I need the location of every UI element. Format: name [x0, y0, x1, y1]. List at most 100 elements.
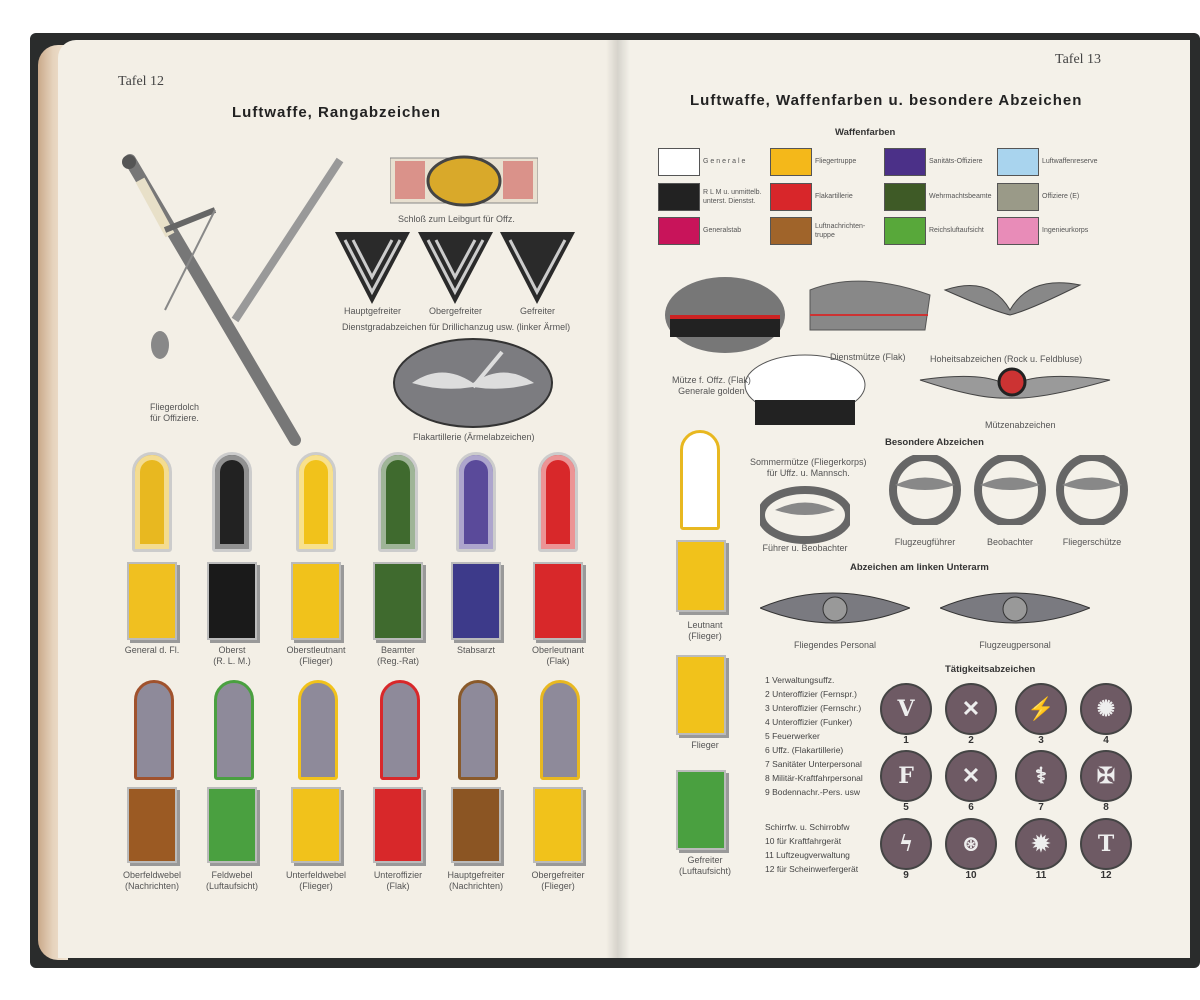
chevron-badge: [500, 232, 575, 304]
rank-label: Oberleutnant: [531, 645, 585, 655]
rank-label: Stabsarzt: [456, 645, 496, 655]
shoulder-board: [538, 452, 578, 552]
rank-label: Gefreiter: [687, 855, 723, 865]
trade-list-item: 12 für Scheinwerfergerät: [765, 864, 859, 874]
rank-sublabel: (Flak): [386, 881, 410, 891]
shoulder-board: [134, 680, 174, 780]
rank-sublabel: (Nachrichten): [448, 881, 504, 891]
qualification-badge: [974, 455, 1046, 525]
sleeve-wing-badge: [760, 592, 910, 624]
taetigkeit-heading: Tätigkeitsabzeichen: [945, 664, 1036, 675]
collar-patch: [451, 787, 501, 863]
rank-sublabel: (Reg.-Rat): [376, 656, 419, 666]
trade-badge-number: 7: [1038, 802, 1044, 813]
trade-list-item: 7 Sanitäter Unterpersonal: [765, 759, 862, 769]
caps-illustration: [665, 277, 1111, 425]
trade-badge-number: 3: [1038, 735, 1044, 746]
trade-badge: ✺: [1080, 683, 1132, 735]
dagger-illustration: [122, 154, 344, 446]
besondere-heading: Besondere Abzeichen: [885, 437, 984, 448]
collar-patch: [291, 562, 341, 640]
swatch-label: Wehrmachtsbeamte: [929, 193, 992, 200]
trade-badge-number: 9: [903, 870, 909, 881]
rank-sublabel: (R. L. M.): [213, 656, 251, 666]
flak-cap-caption-2: Generale golden: [678, 386, 745, 396]
color-swatch: [997, 148, 1039, 176]
chevron-badge: [418, 232, 493, 304]
rank-label: Obergefreiter: [531, 870, 585, 880]
color-swatch: [770, 183, 812, 211]
badge-label: Fliegerschütze: [1062, 537, 1122, 547]
trade-badge-symbol: T: [1097, 831, 1115, 857]
trade-list-item: 3 Unteroffizier (Fernschr.): [765, 703, 862, 713]
trade-list-item: 10 für Kraftfahrgerät: [765, 836, 842, 846]
shoulder-board: [298, 680, 338, 780]
rank-label: Hauptgefreiter: [447, 870, 505, 880]
gutter: [606, 40, 630, 958]
rank-sublabel: (Flieger): [299, 656, 333, 666]
rank-sublabel: (Flak): [546, 656, 570, 666]
rank-label: Feldwebel: [211, 870, 253, 880]
muetzenabzeichen-caption: Mützenabzeichen: [985, 420, 1056, 430]
flak-cap-caption: Mütze f. Offz. (Flak): [672, 375, 751, 385]
sommermuetze-caption-2: für Uffz. u. Mannsch.: [766, 468, 850, 478]
rank-label: Oberfeldwebel: [122, 870, 182, 880]
trade-badge-number: 10: [965, 870, 977, 881]
dagger-caption-2: für Offiziere.: [150, 413, 199, 423]
collar-patch: [533, 787, 583, 863]
trade-badge-number: 11: [1035, 870, 1047, 881]
rank-sublabel: (Nachrichten): [124, 881, 180, 891]
color-swatch: [770, 217, 812, 245]
rank-sublabel: (Flieger): [541, 881, 575, 891]
flak-sleeve-badge: [393, 338, 553, 428]
collar-patch: [127, 787, 177, 863]
swatch-label: unterst. Dienstst.: [703, 198, 756, 205]
collar-patch: [676, 770, 726, 850]
chevron-label: Obergefreiter: [428, 306, 483, 316]
swatch-label: R L M u. unmittelb.: [703, 189, 762, 196]
trade-list-item: 6 Uffz. (Flakartillerie): [765, 745, 844, 755]
page-title-right: Luftwaffe, Waffenfarben u. besondere Abz…: [690, 92, 1083, 109]
badge-label: Führer u. Beobachter: [762, 543, 848, 553]
trade-list-item: 11 Luftzeugverwaltung: [765, 850, 850, 860]
shoulder-board: [540, 680, 580, 780]
plate-number-right: Tafel 13: [1055, 52, 1102, 67]
trade-list-item: 8 Militär-Kraftfahrpersonal: [765, 773, 863, 783]
sleeve-badge-label: Flugzeugpersonal: [979, 640, 1051, 650]
trade-list-item: 2 Unteroffizier (Fernspr.): [765, 689, 857, 699]
badge-label: Beobachter: [986, 537, 1034, 547]
rank-label: Unteroffizier: [373, 870, 423, 880]
swatch-label: Luftwaffenreserve: [1042, 158, 1098, 165]
collar-patch: [291, 787, 341, 863]
collar-patch: [127, 562, 177, 640]
color-swatch: [884, 148, 926, 176]
trade-badge-number: 12: [1100, 870, 1112, 881]
rank-label: Oberstleutnant: [286, 645, 346, 655]
trade-badge-number: 2: [968, 735, 974, 746]
color-swatch: [658, 217, 700, 245]
waffenfarben-heading: Waffenfarben: [835, 127, 896, 138]
trade-badge-symbol: ⚕: [1035, 763, 1047, 789]
swatch-label: Reichsluftaufsicht: [929, 227, 984, 234]
color-swatch: [658, 148, 700, 176]
shoulder-board: [214, 680, 254, 780]
shoulder-board: [212, 452, 252, 552]
trade-badge-number: 5: [903, 802, 909, 813]
collar-patch: [207, 787, 257, 863]
collar-patch: [451, 562, 501, 640]
sleeve-badge-label: Fliegendes Personal: [793, 640, 877, 650]
trade-list-item: 9 Bodennachr.-Pers. usw: [765, 787, 860, 797]
swatch-label: Flakartillerie: [815, 193, 853, 200]
rank-label: Leutnant: [687, 620, 723, 630]
collar-patch: [207, 562, 257, 640]
color-swatch: [658, 183, 700, 211]
trade-badge: ϟ: [880, 818, 932, 870]
swatch-label: Luftnachrichten-: [815, 223, 866, 230]
sommermuetze-caption: Sommermütze (Fliegerkorps): [750, 457, 867, 467]
trade-badge: ⚕: [1015, 750, 1067, 802]
shoulder-board: [458, 680, 498, 780]
unterarm-heading: Abzeichen am linken Unterarm: [850, 562, 989, 573]
dienstmuetze-caption: Dienstmütze (Flak): [830, 352, 906, 362]
trade-badge-symbol: ✕: [961, 763, 981, 789]
trade-badge: ✠: [1080, 750, 1132, 802]
